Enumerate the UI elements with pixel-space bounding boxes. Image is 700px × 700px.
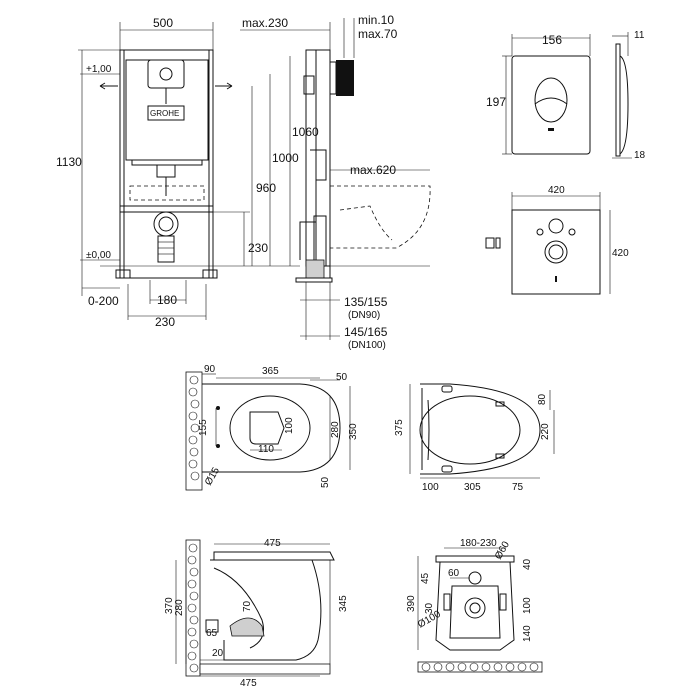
bowl-rear-view: 180-230 Ø60 40 60 45 390 100 140 30 Ø100 <box>406 538 543 673</box>
dim-plate-height: 197 <box>486 95 506 109</box>
dim-0-200: 0-200 <box>88 294 119 308</box>
dim-max230: max.230 <box>242 16 288 30</box>
dim-top-50b: 50 <box>320 476 331 488</box>
dim-960: 960 <box>256 181 276 195</box>
dim-seat-305: 305 <box>464 482 481 493</box>
dim-230-bottom: 230 <box>155 315 175 329</box>
flush-plate-views: 156 197 11 18 <box>486 30 646 161</box>
dim-rear-180-230: 180-230 <box>460 538 497 549</box>
dim-rear-45: 45 <box>420 572 431 584</box>
dim-top-90: 90 <box>204 364 216 375</box>
dim-frame-width: 500 <box>153 16 173 30</box>
dim-top-d15: Ø15 <box>203 465 222 487</box>
dim-rear-100: 100 <box>522 597 533 614</box>
dim-145-165: 145/165 <box>344 325 388 339</box>
frame-front-view: 500 GROHE <box>56 16 319 329</box>
seat-top-view: 375 80 220 100 305 75 <box>394 383 555 493</box>
dim-plate-18: 18 <box>634 150 646 161</box>
dim-420-w: 420 <box>548 185 565 196</box>
dim-seat-100: 100 <box>422 482 439 493</box>
dim-side-70: 70 <box>242 600 253 612</box>
dim-max70: max.70 <box>358 27 398 41</box>
dim-top-50a: 50 <box>336 372 348 383</box>
dim-dn100: (DN100) <box>348 340 386 351</box>
bowl-top-view: 90 365 50 155 110 100 280 350 50 Ø15 <box>185 364 359 491</box>
dim-side-65: 65 <box>206 628 218 639</box>
dim-top-350: 350 <box>348 423 359 440</box>
dim-180: 180 <box>157 293 177 307</box>
frame-side-view: max.230 min.10 max.70 max.620 135/155 (D… <box>240 13 431 351</box>
dim-plate-width: 156 <box>542 33 562 47</box>
dim-side-370: 370 <box>164 597 175 614</box>
dim-height-1130: 1130 <box>56 155 82 169</box>
dim-dn90: (DN90) <box>348 310 380 321</box>
dim-min10: min.10 <box>358 13 394 27</box>
dim-135-155: 135/155 <box>344 295 388 309</box>
dim-side-20: 20 <box>212 648 224 659</box>
dim-top-100: 100 <box>284 417 295 434</box>
dim-max620: max.620 <box>350 163 396 177</box>
dim-plate-depth: 11 <box>634 30 645 41</box>
dim-top-280: 280 <box>330 421 341 438</box>
dim-1000: 1000 <box>272 151 299 165</box>
dim-seat-375: 375 <box>394 419 405 436</box>
dim-rear-140: 140 <box>522 625 533 642</box>
dim-top-110: 110 <box>258 444 274 455</box>
dim-side-475a: 475 <box>264 538 281 549</box>
dim-top-155: 155 <box>198 419 209 436</box>
dim-230: 230 <box>248 241 268 255</box>
bowl-side-view: 475 370 280 70 345 65 20 475 <box>164 538 349 689</box>
dim-top-365: 365 <box>262 366 279 377</box>
dim-rear-40: 40 <box>522 558 533 570</box>
dim-seat-75: 75 <box>512 482 524 493</box>
dim-420-h: 420 <box>612 248 629 259</box>
dim-seat-80: 80 <box>537 393 548 405</box>
dim-rear-30: 30 <box>424 602 435 614</box>
level-zero: ±0,00 <box>86 250 111 261</box>
insulation-plate: 420 420 <box>485 185 629 295</box>
dim-rear-390: 390 <box>406 595 417 612</box>
dim-side-345: 345 <box>338 595 349 612</box>
dim-side-280: 280 <box>174 599 185 616</box>
dim-seat-220: 220 <box>540 423 551 440</box>
level-plus-100: +1,00 <box>86 64 112 75</box>
grohe-logo-text: GROHE <box>150 109 179 118</box>
dim-rear-60: 60 <box>448 568 460 579</box>
dim-side-475b: 475 <box>240 678 257 689</box>
